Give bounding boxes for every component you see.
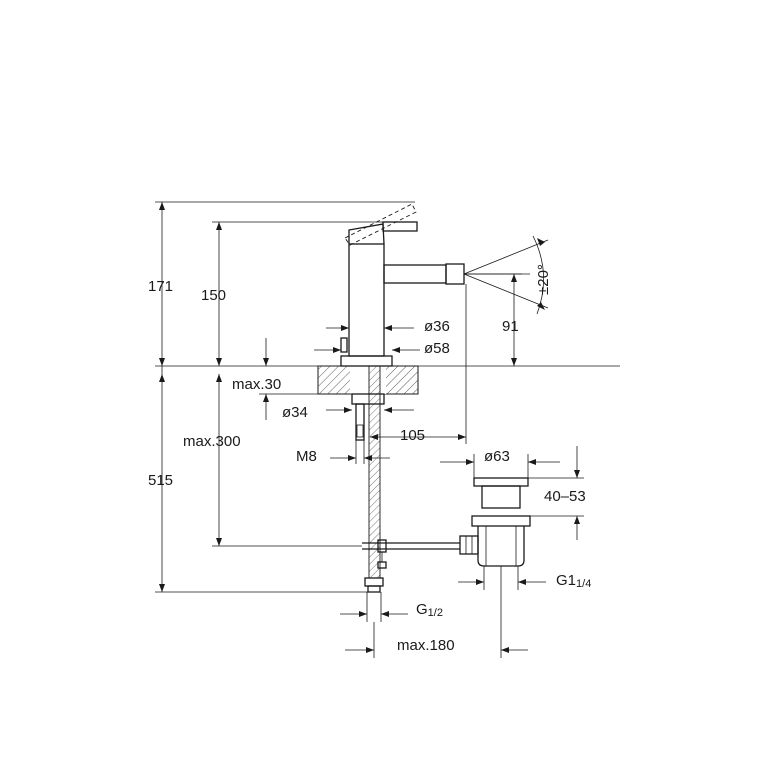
- aerator: [445, 263, 465, 285]
- drain-body: [477, 526, 525, 567]
- popup-plug-body: [481, 485, 521, 509]
- label-d58: ø58: [424, 340, 450, 357]
- label-40-53: 40–53: [544, 488, 586, 505]
- faucet-cylinder: [348, 243, 385, 357]
- label-g12: G1/2: [416, 601, 443, 619]
- drain-flange: [471, 515, 531, 527]
- label-91: 91: [502, 318, 519, 335]
- label-515: 515: [148, 472, 173, 489]
- label-g114: G11/4: [556, 572, 591, 590]
- rod-end: [377, 561, 387, 569]
- label-max300: max.300: [183, 433, 241, 450]
- shank: [355, 403, 365, 441]
- popup-knob: [340, 337, 348, 353]
- label-150: 150: [201, 287, 226, 304]
- popup-plug-top: [473, 477, 529, 487]
- hose-nut: [367, 585, 381, 593]
- hose-connector: [364, 577, 384, 587]
- base-flange: [340, 355, 393, 367]
- dimensions: [155, 201, 584, 658]
- under-counter-assembly: [351, 365, 460, 593]
- label-d63: ø63: [484, 448, 510, 465]
- fixing-nut: [351, 393, 385, 405]
- dimension-labels: 171 150 ø36 ø58 91 max.30 ø34 105 max.30…: [148, 264, 591, 654]
- label-171: 171: [148, 278, 173, 295]
- label-d34: ø34: [282, 404, 308, 421]
- label-d36: ø36: [424, 318, 450, 335]
- waste-drain: [459, 477, 531, 567]
- label-max180: max.180: [397, 637, 455, 654]
- lever-raised-position: [344, 203, 417, 246]
- lever-handle: [382, 221, 418, 232]
- spout: [383, 264, 447, 284]
- shank-end: [356, 424, 364, 438]
- countertop: [155, 365, 620, 395]
- linkage-nut: [459, 535, 479, 555]
- label-angle: ±20°: [535, 264, 552, 295]
- label-105: 105: [400, 427, 425, 444]
- label-max30: max.30: [232, 376, 281, 393]
- label-m8: M8: [296, 448, 317, 465]
